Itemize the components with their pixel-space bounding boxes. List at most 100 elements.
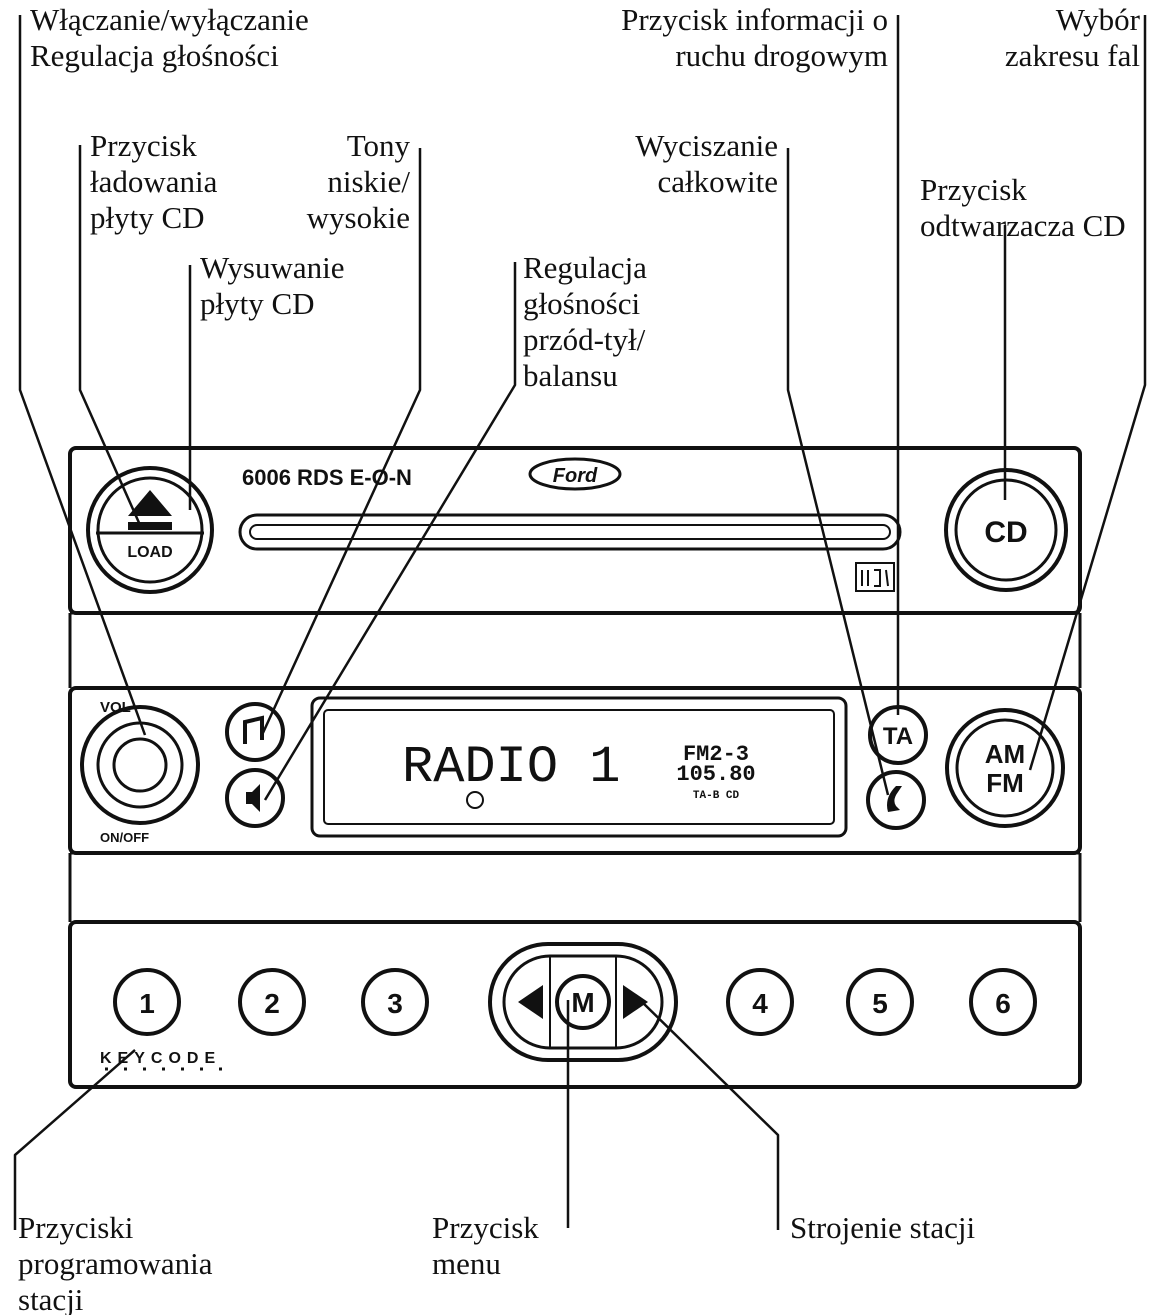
menu-button[interactable]: M xyxy=(555,974,611,1030)
label-traffic-info-line2: ruchu drogowym xyxy=(675,38,888,73)
leader-mute xyxy=(786,148,890,796)
cd-label: CD xyxy=(984,516,1027,549)
radio-unit: 6006 RDS E-O-N Ford LOAD CD xyxy=(68,446,1082,1089)
load-button-face xyxy=(96,476,204,584)
volume-knob-inner xyxy=(112,737,168,793)
load-button[interactable]: LOAD xyxy=(86,466,214,594)
preset-4-face xyxy=(726,968,794,1036)
cd-logo xyxy=(855,562,895,592)
speaker-icon xyxy=(246,784,260,812)
preset-6-label: 6 xyxy=(995,988,1011,1019)
cd-logo-marks xyxy=(861,569,889,587)
preset-button-4[interactable]: 4 xyxy=(726,968,794,1036)
preset-panel xyxy=(68,920,1082,1089)
mute-button-face xyxy=(866,770,926,830)
leader-presets xyxy=(13,1049,136,1230)
cd-button-face xyxy=(954,478,1058,582)
leader-bass-treble xyxy=(260,148,422,736)
music-note-icon xyxy=(243,715,264,744)
onoff-label: ON/OFF xyxy=(100,830,149,845)
preset-5-label: 5 xyxy=(872,988,888,1019)
ford-logo-text: Ford xyxy=(553,465,598,487)
volume-knob[interactable] xyxy=(80,705,200,825)
label-bass-treble-line2: niskie/ xyxy=(327,164,410,199)
preset-3-face xyxy=(361,968,429,1036)
preset-2-face xyxy=(238,968,306,1036)
label-tuning: Strojenie stacji xyxy=(790,1210,975,1245)
phone-icon xyxy=(887,786,902,812)
label-fader-balance-line3: przód-tył/ xyxy=(523,322,646,357)
am-fm-button[interactable]: AM FM xyxy=(945,708,1065,828)
label-presets-line3: stacji xyxy=(18,1282,84,1315)
label-fader-balance-line4: balansu xyxy=(523,358,618,393)
fm-label: FM xyxy=(986,768,1024,798)
preset-1-label: 1 xyxy=(139,988,155,1019)
leader-fader-balance xyxy=(263,262,517,801)
leader-tuning xyxy=(639,999,780,1230)
display-main-text: RADIO 1 xyxy=(402,738,620,797)
mute-button[interactable] xyxy=(866,770,926,830)
vol-label: VOL xyxy=(100,699,131,716)
label-power-volume-line1: Włączanie/wyłączanie xyxy=(30,2,309,37)
label-mute-line2: całkowite xyxy=(657,164,778,199)
label-band-select-line2: zakresu fal xyxy=(1005,38,1140,73)
ford-logo xyxy=(528,457,622,491)
preset-2-label: 2 xyxy=(264,988,280,1019)
fader-balance-button[interactable] xyxy=(225,768,285,828)
label-cd-eject-line1: Wysuwanie xyxy=(200,250,344,285)
cd-button-ring xyxy=(944,468,1068,592)
seek-up-button[interactable] xyxy=(623,985,648,1019)
label-presets-line1: Przyciski xyxy=(18,1210,134,1245)
seek-cluster-outer xyxy=(488,942,678,1062)
seek-down-button[interactable] xyxy=(518,985,543,1019)
cd-slot-inner xyxy=(249,524,891,540)
label-band-select-line1: Wybór xyxy=(1056,2,1141,37)
cd-logo-frame xyxy=(855,562,895,592)
seek-left-arrow-icon xyxy=(518,985,543,1019)
label-menu-line1: Przycisk xyxy=(432,1210,539,1245)
keycode-label: KEYCODE xyxy=(100,1050,221,1067)
model-label: 6006 RDS E-O-N xyxy=(242,465,412,490)
label-cd-eject-line2: płyty CD xyxy=(200,286,315,321)
fader-balance-button-face xyxy=(225,768,285,828)
label-power-volume-line2: Regulacja głośności xyxy=(30,38,279,73)
leader-band-select xyxy=(1028,15,1147,771)
label-traffic-info-line1: Przycisk informacji o xyxy=(621,2,888,37)
bass-treble-button-face xyxy=(225,702,285,762)
label-menu-line2: menu xyxy=(432,1246,501,1281)
label-cd-player-line2: odtwarzacza CD xyxy=(920,208,1126,243)
display-indicators: TA-B CD xyxy=(693,790,740,802)
volume-knob-mid xyxy=(96,721,184,809)
am-fm-button-face xyxy=(955,718,1055,818)
label-presets-line2: programowania xyxy=(18,1246,213,1281)
menu-surround xyxy=(549,955,617,1049)
preset-button-1[interactable]: 1 xyxy=(113,968,181,1036)
leader-lines xyxy=(13,15,1147,1230)
label-fader-balance-line2: głośności xyxy=(523,286,641,321)
display-status-icon xyxy=(466,791,484,809)
ta-button-face xyxy=(868,705,928,765)
preset-button-2[interactable]: 2 xyxy=(238,968,306,1036)
preset-6-face xyxy=(969,968,1037,1036)
preset-5-face xyxy=(846,968,914,1036)
ta-label: TA xyxy=(883,723,913,750)
preset-button-3[interactable]: 3 xyxy=(361,968,429,1036)
lcd-frame xyxy=(310,696,848,838)
cd-button[interactable]: CD xyxy=(944,468,1068,592)
am-fm-button-ring xyxy=(945,708,1065,828)
bass-treble-button[interactable] xyxy=(225,702,285,762)
leader-power-volume xyxy=(18,15,147,736)
ta-button[interactable]: TA xyxy=(868,705,928,765)
lcd-screen xyxy=(323,709,835,825)
label-cd-load-line1: Przycisk xyxy=(90,128,197,163)
preset-button-5[interactable]: 5 xyxy=(846,968,914,1036)
label-mute-line1: Wyciszanie xyxy=(635,128,778,163)
menu-label: M xyxy=(571,987,594,1018)
preset-3-label: 3 xyxy=(387,988,403,1019)
load-label: LOAD xyxy=(127,544,172,561)
volume-knob-outer xyxy=(80,705,200,825)
preset-1-face xyxy=(113,968,181,1036)
preset-button-6[interactable]: 6 xyxy=(969,968,1037,1036)
am-label: AM xyxy=(985,739,1025,769)
